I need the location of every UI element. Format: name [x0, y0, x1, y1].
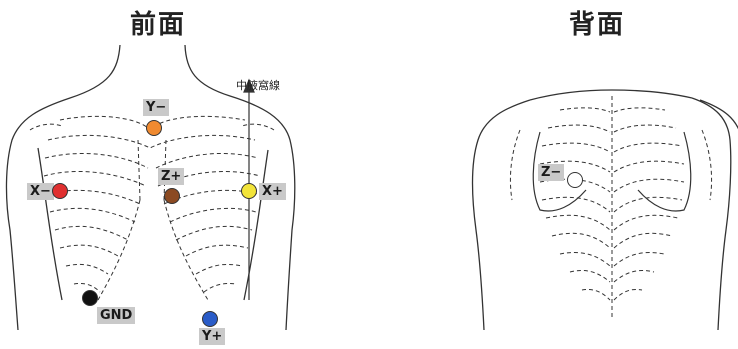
back-torso-outline [473, 90, 738, 330]
electrode-gnd [82, 290, 98, 306]
mid-axillary-line-label: 中腋窩線 [236, 77, 280, 93]
electrode-y-minus [146, 120, 162, 136]
back-rib-cage [510, 96, 711, 320]
electrode-z-plus [164, 188, 180, 204]
front-view-title: 前面 [130, 4, 186, 41]
back-view-title: 背面 [569, 4, 625, 41]
electrode-label-x-minus: X− [27, 183, 54, 200]
electrode-label-gnd: GND [97, 307, 135, 324]
electrode-label-z-minus: Z− [538, 164, 564, 181]
electrode-x-minus [52, 183, 68, 199]
front-rib-cage [30, 116, 274, 300]
electrode-label-y-plus: Y+ [199, 328, 225, 345]
electrode-x-plus [241, 183, 257, 199]
electrode-label-x-plus: X+ [259, 183, 286, 200]
electrode-y-plus [202, 311, 218, 327]
electrode-z-minus [567, 172, 583, 188]
electrode-label-y-minus: Y− [143, 99, 169, 116]
electrode-label-z-plus: Z+ [158, 168, 184, 185]
